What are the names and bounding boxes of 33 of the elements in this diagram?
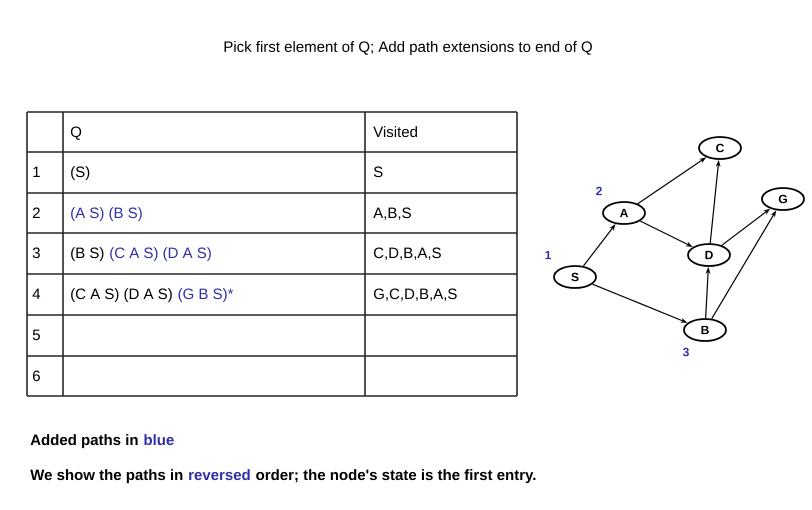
table-cell: (B S) xyxy=(71,247,104,262)
table-cell: A,B,S xyxy=(373,208,411,220)
graph-node: A xyxy=(602,201,646,225)
graph-node: D xyxy=(687,243,731,267)
table-cell: (S) xyxy=(71,166,90,180)
column-header: Visited xyxy=(373,126,417,138)
title: Pick first element of Q; Add path extensions to end of Q xyxy=(224,41,592,55)
row-number: 5 xyxy=(32,330,40,340)
note-text: order; the node's state is the first entry. xyxy=(256,469,536,484)
table-cell: G,C,D,B,A,S xyxy=(374,288,457,301)
note-text: blue xyxy=(144,434,174,446)
table-cell: (C A S) (D A S) xyxy=(71,288,172,302)
column-header: Q xyxy=(70,126,82,140)
callout-number: 3 xyxy=(682,348,689,356)
row-number: 1 xyxy=(33,166,40,177)
table-cell: (C A S) (D A S) xyxy=(110,247,211,262)
row-number: 3 xyxy=(32,248,40,258)
table-cell: S xyxy=(374,166,383,178)
graph-node: S xyxy=(553,265,597,289)
graph-node: G xyxy=(761,187,805,211)
row-number: 4 xyxy=(32,288,40,299)
callout-number: 1 xyxy=(545,250,551,260)
row-number: 6 xyxy=(32,370,40,382)
row-number: 2 xyxy=(32,208,40,218)
graph-node: B xyxy=(683,318,727,342)
table-cell: (A S) (B S) xyxy=(71,207,142,222)
graph-node: C xyxy=(698,136,742,160)
note-text: Added paths in xyxy=(30,434,138,448)
table-cell: C,D,B,A,S xyxy=(374,248,441,260)
note-text: reversed xyxy=(189,469,250,480)
callout-number: 2 xyxy=(596,186,602,196)
note-text: We show the paths in xyxy=(30,469,182,484)
table-cell: (G B S)* xyxy=(178,288,234,302)
